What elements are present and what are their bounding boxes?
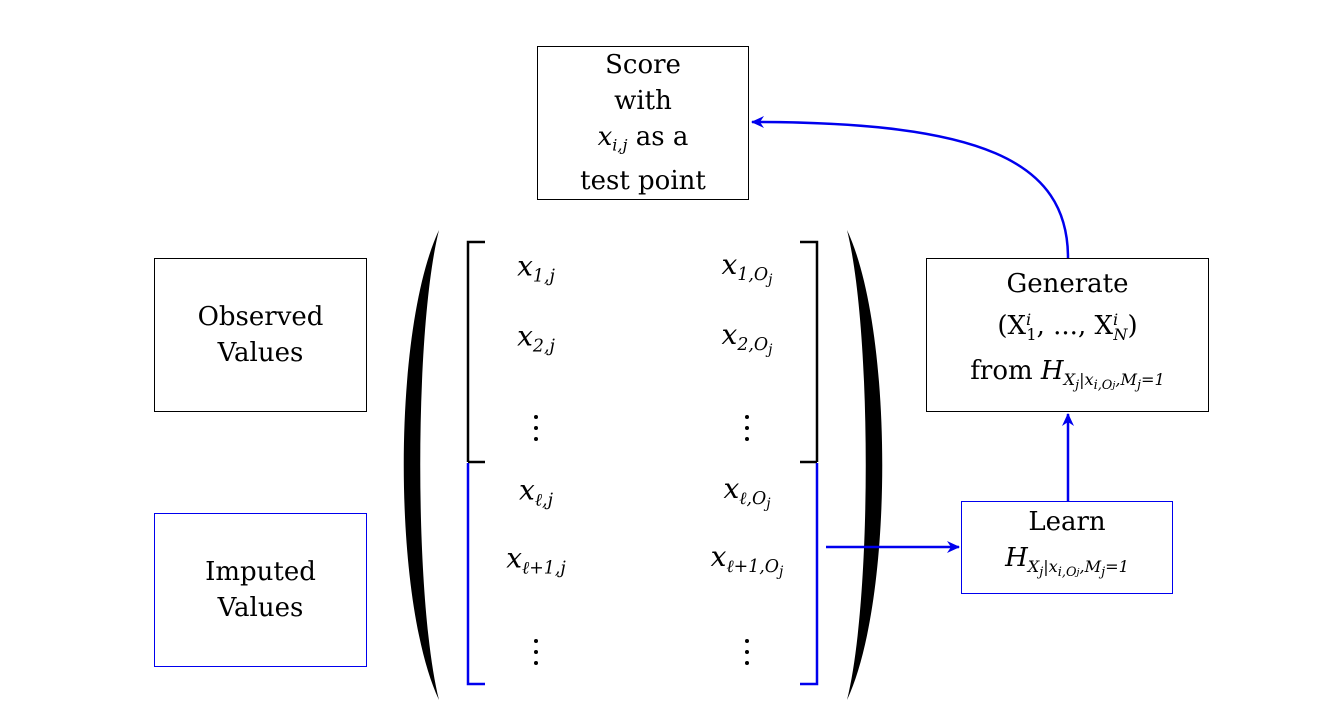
observed-bracket-right (800, 240, 819, 462)
vertical-ellipsis-imputed-right (745, 639, 749, 665)
score-box: Score with xi,j as a test point (537, 46, 749, 200)
imputed-line-2: Values (217, 593, 304, 623)
vertical-ellipsis-imputed-left (534, 639, 538, 665)
generate-line-1: Generate (1006, 269, 1129, 300)
score-line-4: test point (580, 166, 706, 197)
score-line-3: xi,j as a (597, 121, 689, 155)
learn-line-1: Learn (1028, 507, 1106, 538)
generate-line-3: from HXj|xi,Oj,Mj=1 (970, 355, 1165, 393)
matrix-cell-observed-2-right: x2,Oj (721, 317, 773, 359)
matrix-cell-observed-1-left: x1,j (517, 249, 555, 287)
right-parenthesis (847, 230, 883, 700)
observed-line-2: Values (217, 338, 304, 368)
imputed-bracket-left (466, 463, 485, 686)
imputed-bracket-right (800, 463, 819, 686)
learn-line-2: HXj|xi,Oj,Mj=1 (1005, 543, 1129, 580)
observed-values-box: Observed Values (154, 258, 367, 412)
left-parenthesis (403, 230, 439, 700)
matrix-cell-imputed-2-right: xℓ+1,Oj (710, 539, 784, 581)
matrix-cell-imputed-1-right: xℓ,Oj (723, 471, 771, 513)
score-line-1: Score (605, 49, 681, 80)
matrix-cell-imputed-1-left: xℓ,j (519, 473, 553, 511)
matrix-cell-observed-1-right: x1,Oj (721, 247, 773, 289)
observed-bracket-left (466, 240, 485, 462)
vertical-ellipsis-observed-right (745, 415, 749, 441)
matrix-cell-observed-2-left: x2,j (517, 319, 555, 357)
vertical-ellipsis-observed-left (534, 415, 538, 441)
learn-box: Learn HXj|xi,Oj,Mj=1 (961, 501, 1173, 594)
imputed-line-1: Imputed (205, 557, 316, 587)
imputed-values-box: Imputed Values (154, 513, 367, 667)
observed-line-1: Observed (197, 302, 324, 332)
score-line-2: with (614, 85, 672, 116)
arrow-generate-to-score (751, 116, 1070, 259)
matrix-cell-imputed-2-left: xℓ+1,j (506, 541, 566, 579)
generate-box: Generate (Xi1, ..., XiN) from HXj|xi,Oj,… (926, 258, 1209, 412)
generate-line-2: (Xi1, ..., XiN) (997, 310, 1138, 344)
